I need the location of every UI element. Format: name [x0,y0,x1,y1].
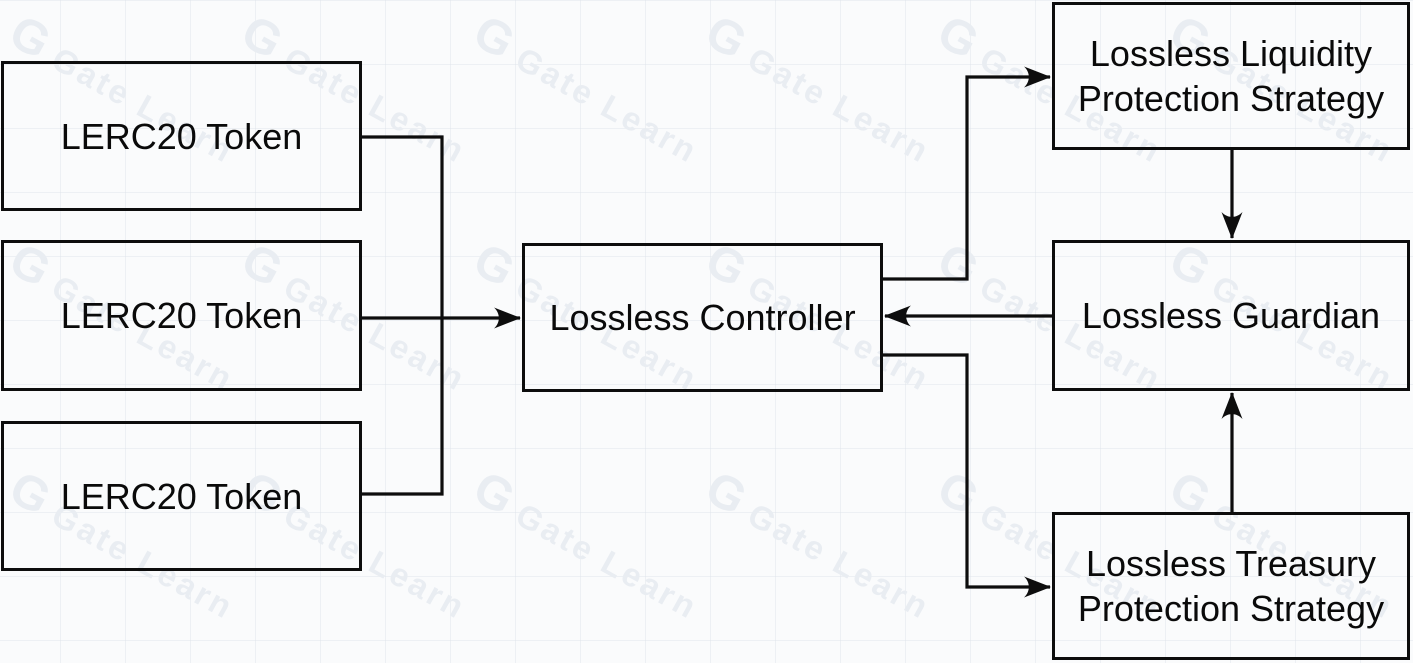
node-label: Lossless Guardian [1081,295,1381,336]
node-label: LERC20 Token [60,475,303,517]
edge-lossless-controller-to-lossless-treasury-protection-strategy [883,353,1051,598]
node-label: LERC20 Token [60,295,303,336]
node-lerc20-token-2: LERC20 Token [1,240,362,391]
node-lossless-liquidity-protection-strategy: Lossless Liquidity Protection Strategy [1052,2,1410,150]
node-lossless-controller: Lossless Controller [522,243,883,392]
node-lerc20-token-3: LERC20 Token [1,421,362,571]
node-lossless-treasury-protection-strategy: Lossless Treasury Protection Strategy [1052,512,1410,660]
edge-lossless-controller-to-lossless-liquidity-protection-strategy [883,66,1051,281]
node-label: Lossless Treasury Protection Strategy [1077,543,1385,629]
node-label: Lossless Liquidity Protection Strategy [1077,33,1385,119]
node-label: LERC20 Token [60,115,303,157]
node-lossless-guardian: Lossless Guardian [1052,240,1410,391]
node-label: Lossless Controller [549,297,856,338]
edge-lerc20-token-3-to-token-junction [361,318,444,496]
edge-lerc20-token-1-to-token-junction [361,135,444,318]
node-lerc20-token-1: LERC20 Token [1,61,362,211]
